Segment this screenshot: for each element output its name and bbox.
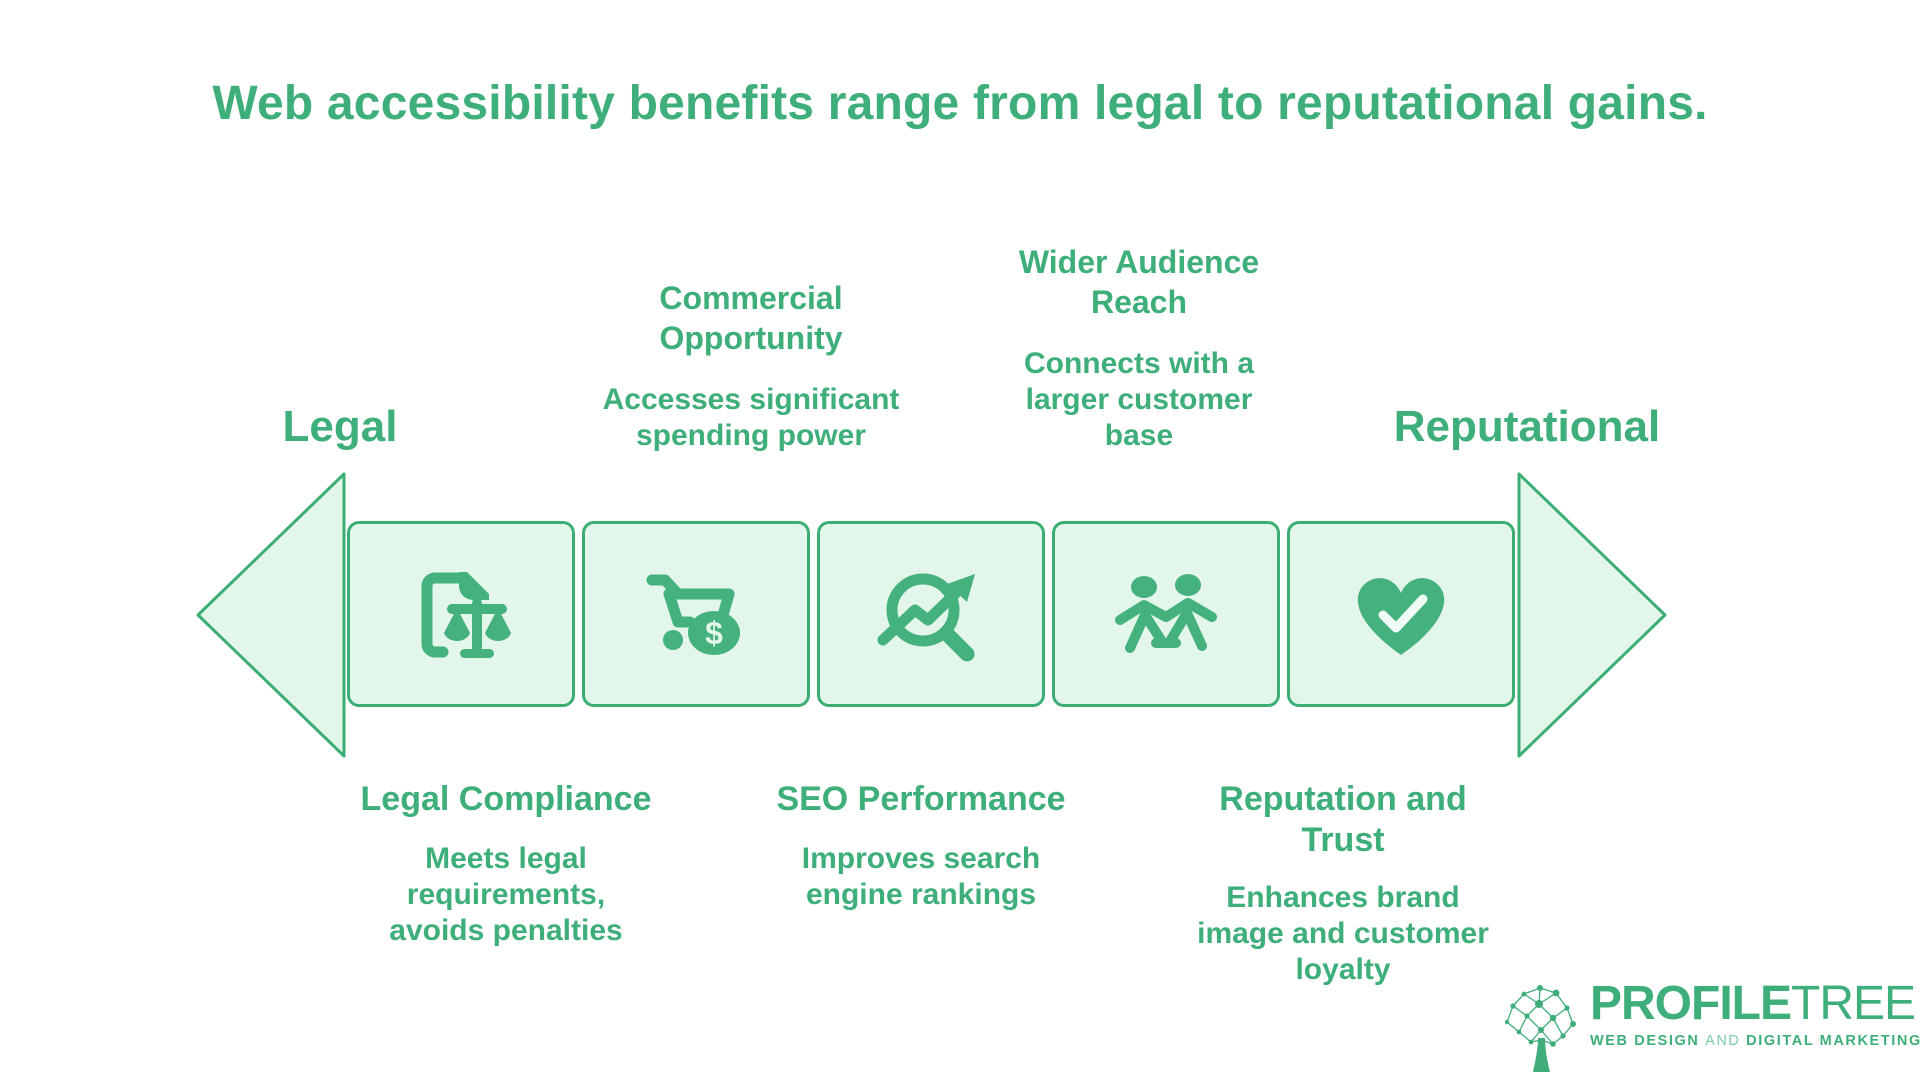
axis-label-reputational: Reputational (1393, 402, 1661, 451)
tagline-digital-marketing: DIGITAL MARKETING (1746, 1033, 1920, 1049)
heart-check-icon (1357, 578, 1445, 655)
brand-tagline: WEB DESIGN AND DIGITAL MARKETING (1590, 1033, 1920, 1049)
reputation-trust-heading: Reputation and Trust (1219, 780, 1467, 859)
wider-audience-heading: Wider Audience Reach (1018, 244, 1260, 320)
left-arrow-icon (196, 472, 346, 758)
commercial-opportunity-heading: Commercial Opportunity (659, 280, 843, 356)
legal-compliance-description: Meets legal requirements, avoids penalti… (389, 842, 623, 947)
profiletree-logo: PROFILETREE WEB DESIGN AND DIGITAL MARKE… (1500, 980, 1920, 1074)
shopping-cart-dollar-icon: $ (646, 574, 740, 655)
seo-performance-box (817, 521, 1045, 707)
seo-performance-heading: SEO Performance (776, 780, 1066, 818)
right-arrow-icon (1517, 472, 1667, 758)
dollar-symbol: $ (705, 615, 723, 651)
legal-document-scales-icon (421, 572, 511, 658)
legal-compliance-heading: Legal Compliance (360, 780, 652, 818)
seo-trend-magnifier-icon (877, 573, 975, 662)
seo-performance-description: Improves search engine rankings (801, 842, 1041, 911)
axis-label-legal: Legal (282, 402, 398, 451)
commercial-opportunity-description: Accesses significant spending power (602, 383, 900, 452)
wider-audience-box (1052, 521, 1280, 707)
reputation-trust-box (1287, 521, 1515, 707)
brand-name-tree: TREE (1791, 977, 1916, 1030)
people-audience-icon (1115, 574, 1217, 653)
legal-compliance-box (347, 521, 575, 707)
commercial-opportunity-box: $ (582, 521, 810, 707)
wider-audience-description: Connects with a larger customer base (1023, 347, 1255, 452)
reputation-trust-description: Enhances brand image and customer loyalt… (1197, 881, 1489, 986)
profiletree-network-tree-icon (1504, 985, 1576, 1072)
brand-name-profile: PROFILE (1590, 977, 1792, 1030)
tagline-and: AND (1705, 1033, 1741, 1049)
page-title: Web accessibility benefits range from le… (212, 77, 1708, 130)
brand-name: PROFILETREE (1590, 980, 1920, 1028)
tagline-web-design: WEB DESIGN (1590, 1033, 1700, 1049)
